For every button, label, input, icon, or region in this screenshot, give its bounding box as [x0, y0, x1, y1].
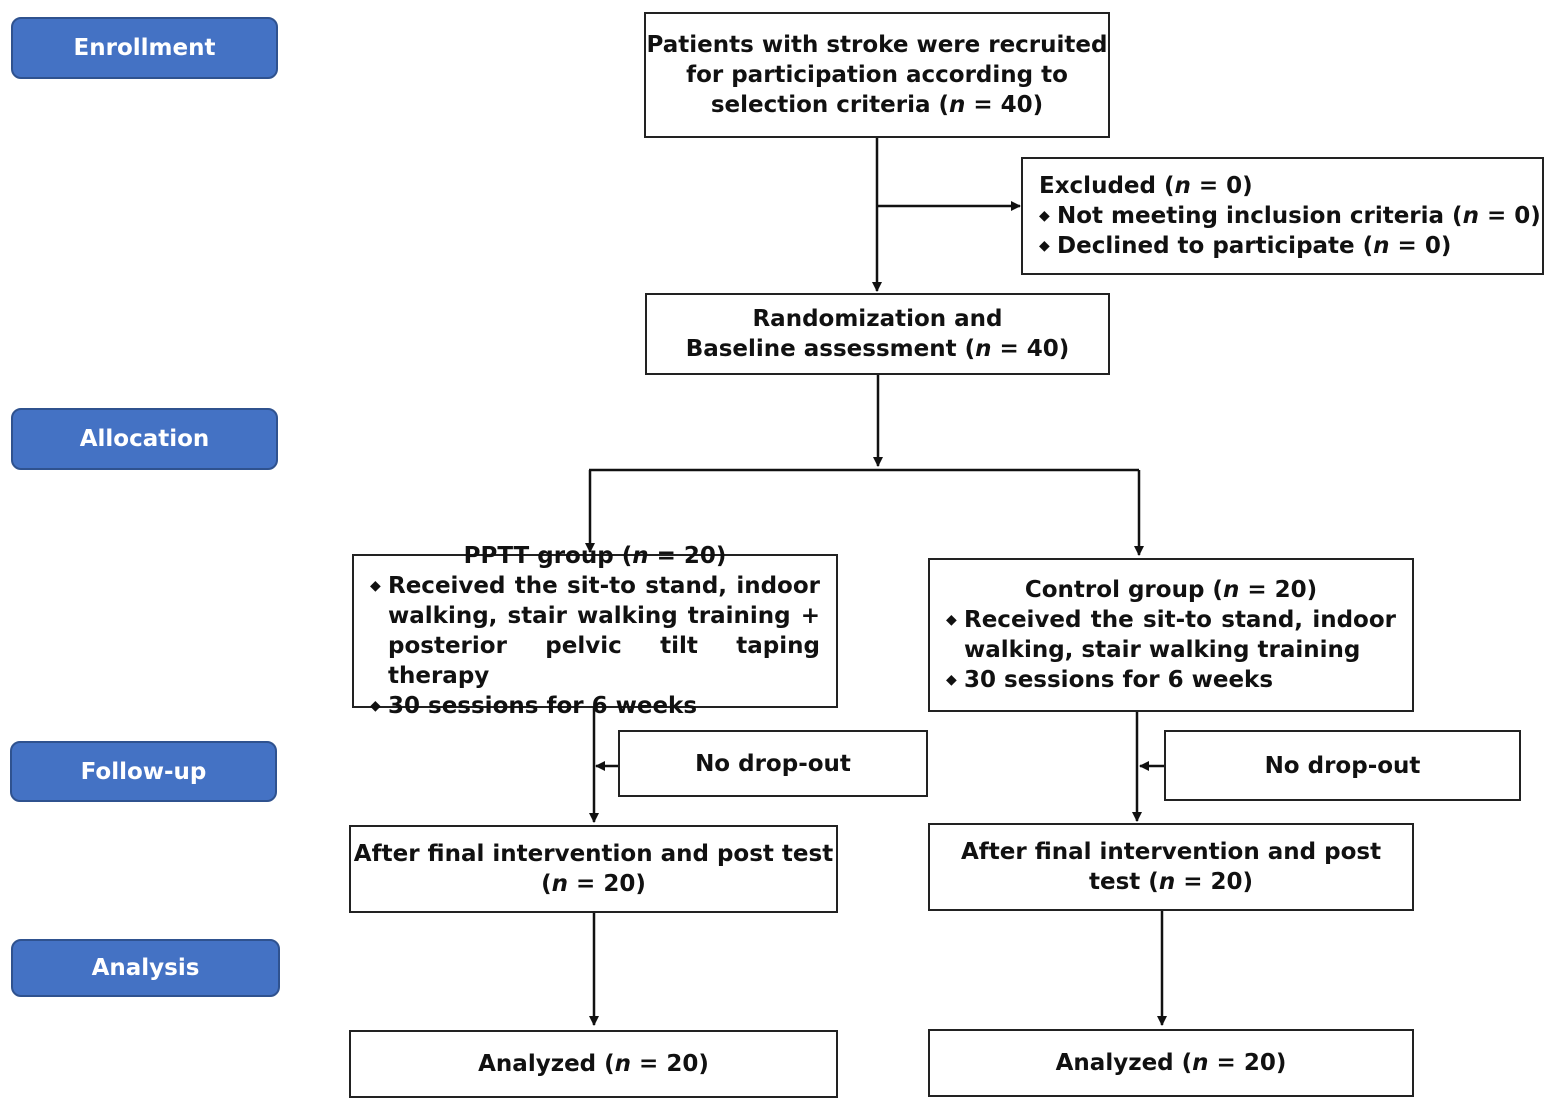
- excluded-item: ◆Declined to participate (n = 0): [1039, 233, 1452, 259]
- post-test-left-box: After final intervention and post test (…: [349, 825, 838, 913]
- pptt-item: ◆30 sessions for 6 weeks: [370, 693, 698, 719]
- randomization-box: Randomization and Baseline assessment (n…: [645, 293, 1110, 375]
- recruitment-box: Patients with stroke were recruited for …: [644, 12, 1110, 138]
- pptt-group-box: PPTT group (n = 20) ◆ Received the sit-t…: [352, 543, 838, 719]
- dropout-left-box: No drop-out: [618, 730, 928, 797]
- diamond-bullet-icon: ◆: [1039, 208, 1050, 224]
- diamond-bullet-icon: ◆: [1039, 238, 1050, 254]
- stage-analysis: Analysis: [11, 939, 280, 997]
- diamond-bullet-icon: ◆: [946, 672, 957, 688]
- dropout-right-box: No drop-out: [1164, 730, 1521, 801]
- stage-follow-up: Follow-up: [10, 741, 277, 802]
- control-item: ◆ Received the sit-to stand, indoor walk…: [946, 607, 1396, 663]
- excluded-item: ◆Not meeting inclusion criteria (n = 0): [1039, 203, 1541, 229]
- analyzed-left-box: Analyzed (n = 20): [349, 1030, 838, 1098]
- diamond-bullet-icon: ◆: [370, 578, 381, 594]
- excluded-box: Excluded (n = 0) ◆Not meeting inclusion …: [1021, 157, 1544, 275]
- pptt-item: ◆ Received the sit-to stand, indoor walk…: [370, 573, 820, 689]
- diamond-bullet-icon: ◆: [946, 612, 957, 628]
- analyzed-right-box: Analyzed (n = 20): [928, 1029, 1414, 1097]
- post-test-right-box: After final intervention and post test (…: [928, 823, 1414, 911]
- control-group-box: Control group (n = 20) ◆ Received the si…: [928, 558, 1414, 712]
- stage-enrollment: Enrollment: [11, 17, 278, 79]
- control-item: ◆30 sessions for 6 weeks: [946, 667, 1274, 693]
- diamond-bullet-icon: ◆: [370, 698, 381, 714]
- stage-allocation: Allocation: [11, 408, 278, 470]
